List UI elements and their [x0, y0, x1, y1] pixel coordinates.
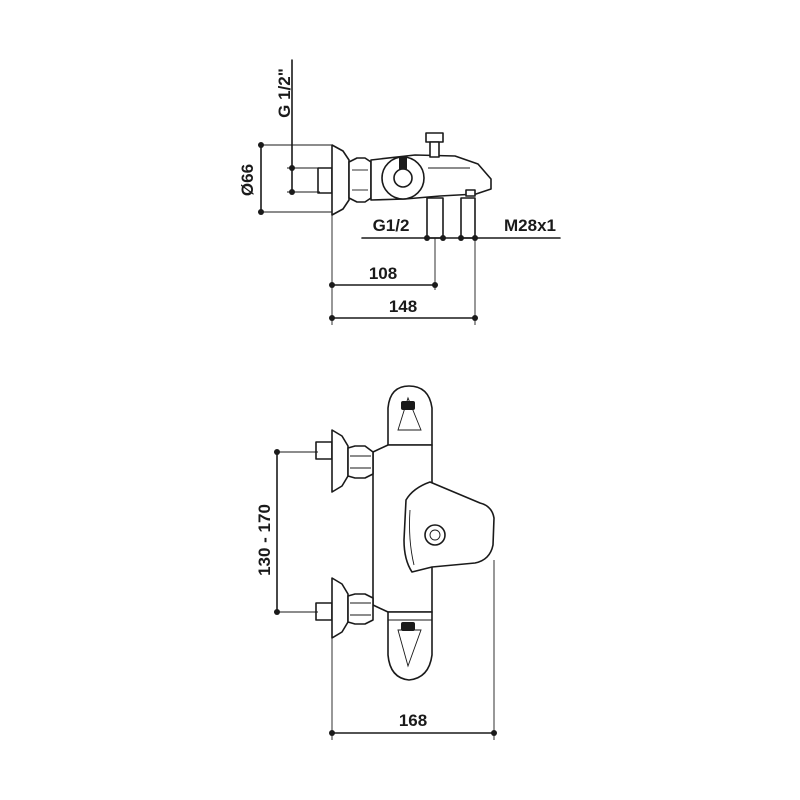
width-label: 168: [399, 711, 427, 730]
depth-long-label: 148: [389, 297, 417, 316]
depth-dimensions: 108 148: [329, 215, 478, 325]
temperature-handle: [387, 385, 433, 446]
outlet-label: M28x1: [504, 216, 556, 235]
top-view: Ø66 G 1/2" G1/2 M28x1: [238, 59, 561, 325]
flow-handle: [387, 611, 433, 681]
upper-wall-connector: [315, 429, 374, 493]
mixer-body-top: [370, 154, 492, 201]
diameter-label: Ø66: [238, 164, 257, 196]
inlet-label: G1/2: [373, 216, 410, 235]
diameter-dimension: Ø66: [238, 142, 332, 215]
inlet-connections: [426, 197, 476, 239]
spacing-dimension: 130 - 170: [255, 449, 318, 615]
front-view: 130 - 170 168: [255, 385, 497, 740]
spout: [403, 481, 495, 573]
lower-wall-connector: [315, 577, 374, 639]
thread-label: G 1/2": [275, 68, 294, 118]
depth-short-label: 108: [369, 264, 397, 283]
wall-connector: [317, 144, 372, 216]
thread-dimension: G 1/2": [275, 59, 320, 195]
diverter-knob: [425, 132, 444, 158]
connection-dimension: G1/2 M28x1: [361, 216, 561, 241]
width-dimension: 168: [329, 560, 497, 740]
spacing-label: 130 - 170: [255, 504, 274, 576]
